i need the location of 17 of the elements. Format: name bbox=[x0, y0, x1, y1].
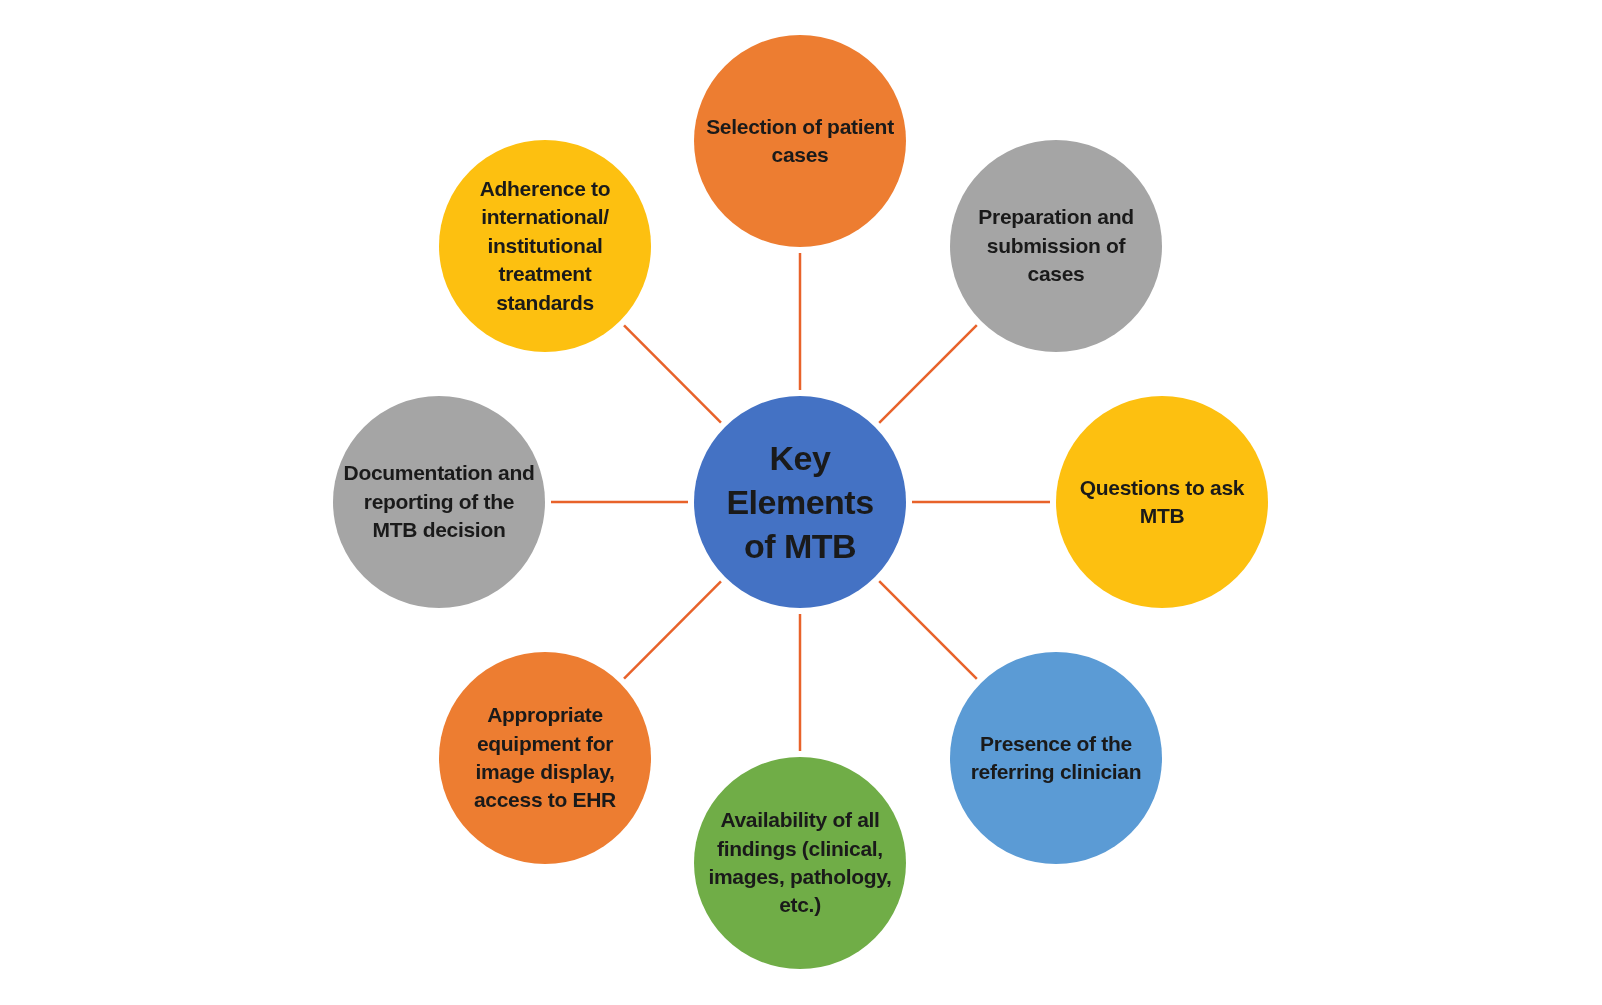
circle-label: Documentation and reporting of the MTB decision bbox=[342, 460, 536, 544]
connector-line bbox=[551, 500, 688, 504]
connector-line bbox=[798, 253, 802, 390]
connector-line bbox=[623, 580, 722, 680]
connector-line bbox=[878, 580, 978, 680]
circle-label: Questions to ask MTB bbox=[1078, 474, 1246, 529]
circle-label: Appropriate equipment for image display, access to EHR bbox=[473, 702, 617, 814]
circle-label: Preparation and submission of cases bbox=[977, 204, 1135, 288]
circle-label: Key Elements of MTB bbox=[725, 437, 875, 568]
circle-label: Presence of the referring clinician bbox=[969, 730, 1143, 785]
circle-label: Selection of patient cases bbox=[705, 113, 895, 168]
connector-line bbox=[878, 324, 978, 424]
circle-label: Availability of all findings (clinical, images, pathology, etc.) bbox=[707, 807, 893, 919]
connector-line bbox=[912, 500, 1050, 504]
circle-label: Adherence to international/ institutional treatment standards bbox=[478, 176, 612, 316]
connector-line bbox=[623, 324, 722, 424]
connector-line bbox=[798, 614, 802, 751]
